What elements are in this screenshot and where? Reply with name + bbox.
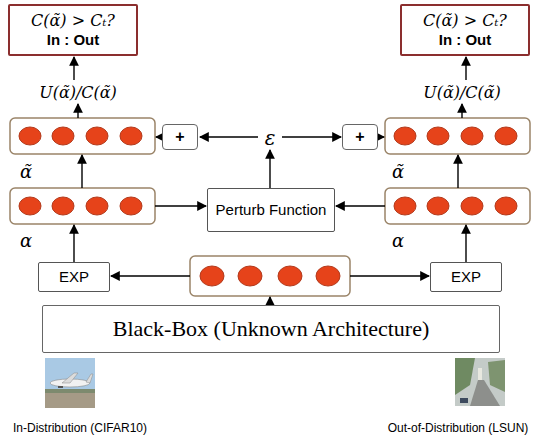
node-text: Black-Box (Unknown Architecture)	[113, 315, 429, 343]
vector-label: α̃	[392, 161, 404, 182]
vector-cell	[278, 266, 302, 286]
flow-arrow	[378, 136, 384, 137]
flow-arrow	[465, 57, 466, 80]
node-text: +	[355, 127, 364, 147]
vector-frame	[10, 188, 155, 224]
vector-cell	[52, 197, 74, 215]
vector-group	[10, 118, 530, 296]
flow-arrow	[73, 57, 74, 80]
node-text: In : Out	[47, 31, 100, 50]
exp-box: EXP	[430, 262, 502, 292]
vector-cell	[461, 197, 483, 215]
vector-label: α	[392, 230, 404, 251]
airplane-thumbnail	[45, 358, 95, 408]
flow-arrow	[465, 225, 466, 262]
flow-arrow	[200, 136, 258, 137]
vector-cell	[52, 127, 74, 145]
street-thumbnail	[455, 358, 505, 406]
flow-arrow	[269, 150, 270, 188]
decision-box: C(α̃) > Cₜ?In : Out	[400, 4, 530, 56]
vector-cell	[495, 127, 517, 145]
flow-arrow	[77, 104, 78, 118]
vector-cell	[316, 266, 340, 286]
vector-cell	[19, 127, 41, 145]
flow-arrow	[350, 275, 429, 276]
score-label: U(α̃)/C(α̃)	[423, 83, 501, 102]
node-text: Perturb Function	[216, 201, 327, 220]
vector-frame	[385, 118, 530, 154]
arrow-group	[74, 57, 466, 305]
vector-cell	[238, 266, 262, 286]
vector-cell	[495, 197, 517, 215]
vector-cell	[200, 266, 224, 286]
sum-box: +	[342, 124, 378, 150]
score-label: U(α̃)/C(α̃)	[39, 83, 117, 102]
vector-cell	[86, 127, 108, 145]
flow-arrow	[269, 297, 270, 305]
vector-label: α	[20, 230, 32, 251]
flow-arrow	[155, 205, 206, 206]
node-text: C(α̃) > Cₜ?	[31, 11, 115, 31]
node-text: EXP	[451, 268, 481, 287]
sum-box: +	[162, 124, 198, 150]
decision-box: C(α̃) > Cₜ?In : Out	[8, 4, 138, 56]
epsilon-label: ε	[265, 126, 276, 150]
exp-box: EXP	[38, 262, 110, 292]
vector-cell	[19, 197, 41, 215]
vector-cell	[394, 127, 416, 145]
node-text: +	[175, 127, 184, 147]
node-text: C(α̃) > Cₜ?	[423, 11, 507, 31]
vector-cell	[427, 197, 449, 215]
flow-arrow	[336, 205, 385, 206]
flow-arrow	[73, 225, 74, 262]
caption-label: In-Distribution (CIFAR10)	[13, 421, 147, 435]
flow-arrow	[457, 155, 458, 188]
vector-frame	[190, 256, 350, 296]
flow-arrow	[81, 155, 82, 188]
vector-cell	[120, 127, 142, 145]
vector-cell	[461, 127, 483, 145]
node-text: In : Out	[439, 31, 492, 50]
vector-frame	[385, 188, 530, 224]
model-box: Black-Box (Unknown Architecture)	[42, 305, 500, 353]
vector-cell	[86, 197, 108, 215]
vector-label: α̃	[20, 161, 32, 182]
vector-frame	[10, 118, 155, 154]
caption-label: Out-of-Distribution (LSUN)	[388, 421, 529, 435]
vector-cell	[427, 127, 449, 145]
vector-cell	[120, 197, 142, 215]
flow-arrow	[461, 104, 462, 118]
flow-arrow	[111, 275, 190, 276]
vector-cell	[394, 197, 416, 215]
process-box: Perturb Function	[207, 188, 335, 232]
flow-arrow	[282, 136, 341, 137]
node-text: EXP	[59, 268, 89, 287]
